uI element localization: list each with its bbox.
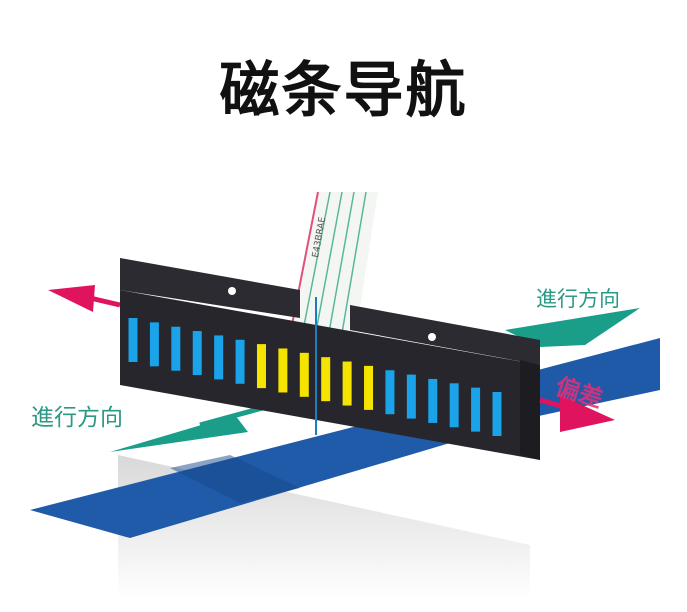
magnetic-tape-shade (170, 455, 300, 503)
mounting-hole (428, 333, 436, 341)
direction-arrow-right (505, 308, 640, 347)
direction-label-right: 進行方向 (536, 287, 620, 311)
deviation-arrow-right (539, 395, 615, 432)
direction-label-left: 進行方向 (31, 405, 123, 431)
sensor-segment-yellow (278, 348, 288, 393)
sensor-segment-blue (171, 326, 181, 371)
sensor-segment-blue (128, 318, 138, 362)
sensor-segment-blue (192, 331, 202, 376)
sensor-segment-yellow (256, 344, 266, 389)
sensor-segment-yellow (321, 357, 331, 402)
sensor-segment-blue (214, 335, 224, 380)
sensor-segment-yellow (299, 352, 309, 397)
sensor-segment-blue (428, 378, 438, 423)
deviation-arrow-left (48, 285, 121, 312)
sensor-segment-blue (235, 339, 245, 384)
sensor-segment-blue (492, 392, 502, 436)
sensor-segment-blue (471, 387, 481, 432)
page-title: 磁条导航 (219, 56, 468, 126)
sensor-segment-yellow (364, 365, 374, 410)
mounting-hole (228, 287, 236, 295)
sensor-segments (128, 318, 502, 436)
sensor-segment-blue (149, 322, 159, 367)
sensor-segment-yellow (342, 361, 352, 406)
ribbon-cable: E43BRAE (289, 191, 378, 340)
sensor-segment-blue (449, 383, 459, 428)
sensor-segment-blue (406, 374, 416, 419)
sensor-segment-blue (385, 370, 395, 415)
